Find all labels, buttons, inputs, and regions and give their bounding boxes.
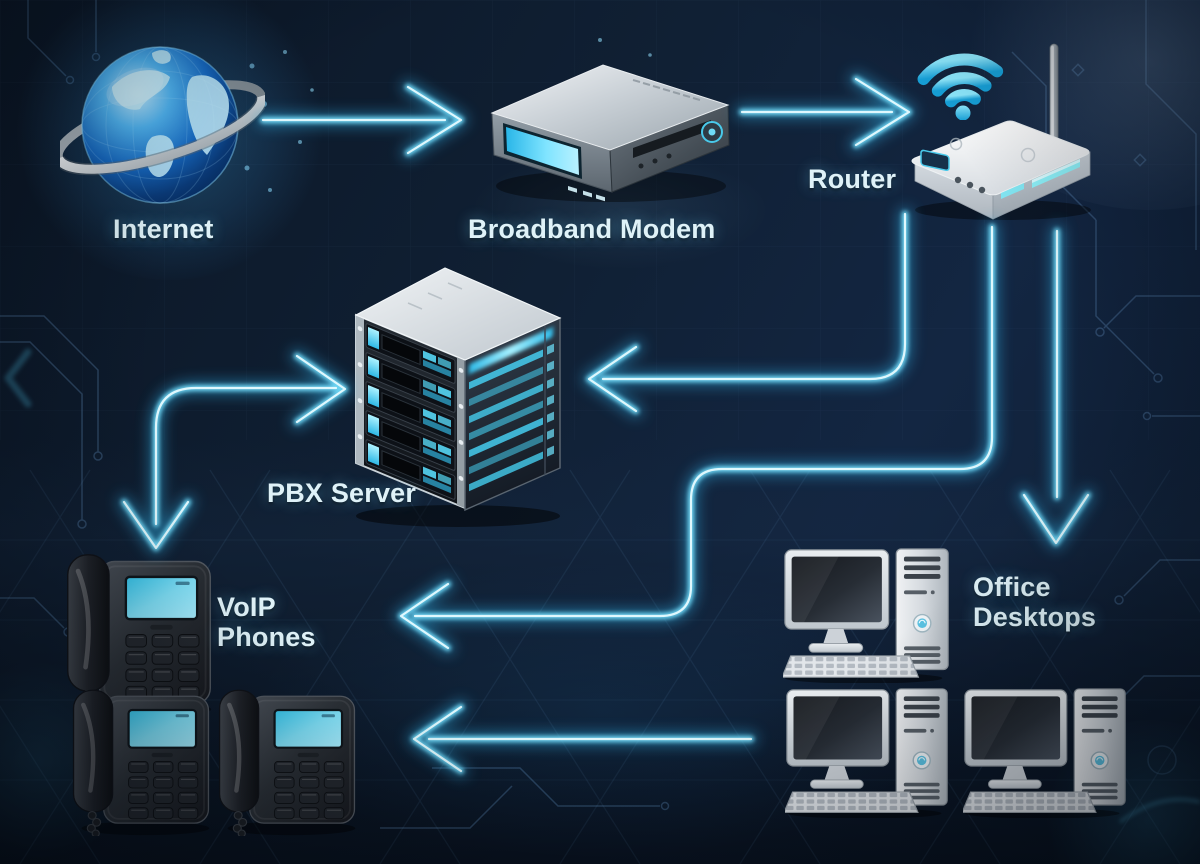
office-desktop-icon-3 [963,688,1128,818]
office-desktops-label: Office Desktops [973,572,1097,633]
broadband-modem-icon [490,64,730,202]
voip-phones-label: VoIP Phones [217,592,316,653]
pbx-server-label: PBX Server [267,478,417,508]
internet-globe-icon [60,46,265,204]
router-label: Router [808,164,897,194]
broadband-modem-label: Broadband Modem [468,214,716,244]
office-desktop-icon-1 [783,548,951,683]
internet-label: Internet [113,214,214,244]
office-desktop-icon-2 [785,688,950,818]
voip-phone-icon-3 [216,686,358,836]
voip-phone-icon-2 [70,686,212,836]
router-icon [911,43,1091,220]
